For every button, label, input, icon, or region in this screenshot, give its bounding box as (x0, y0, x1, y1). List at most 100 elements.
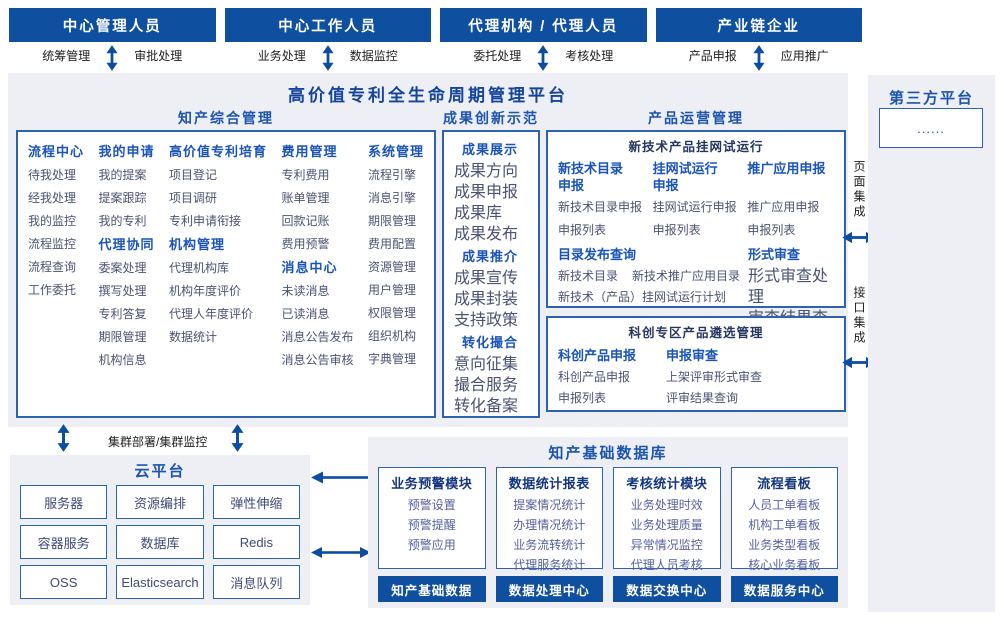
database-module-item: 业务处理质量 (630, 518, 703, 532)
ip-group: 系统管理 流程引擎 消息引擎 期限管理 (368, 140, 424, 371)
sci-item: 科创产品申报 (558, 370, 631, 384)
database-module-items: 提案情况统计 办理情况统计 业务流转统计 代理服务统计 (497, 495, 603, 575)
declare-column: 新技术目录 申报 新技术目录申报 申报列表 (558, 160, 645, 242)
innovation-item: 意向征集 (454, 356, 519, 373)
declare-item: 推广应用申报 (747, 200, 820, 214)
database-modules: 业务预警模块 预警设置 预警提醒 预警应用 知产基础数据 (378, 467, 838, 602)
cloud-service-box: 弹性伸缩 (212, 485, 300, 519)
actor-group: 中心管理人员 统筹管理 审批处理 (9, 8, 216, 74)
cluster-label: 集群部署/集群监控 (108, 435, 208, 449)
actor-labels: 业务处理 数据监控 (225, 42, 432, 74)
ip-item: 专利费用 (281, 168, 330, 182)
ip-item: 代理人年度评价 (168, 307, 253, 321)
ip-item: 消息公告审核 (281, 353, 354, 367)
ip-group: 代理协同 委案处理 撰写处理 专利答复 (98, 233, 154, 372)
database-module-title: 流程看板 (757, 476, 812, 491)
ip-group-items: 待我处理 经我处理 我的监控 流程监控 流程查询 (28, 164, 84, 302)
ip-item: 流程引擎 (367, 168, 416, 182)
section-ip-management: 知产综合管理 流程中心 待我处理 (16, 108, 436, 418)
section-innovation-title: 成果创新示范 (443, 110, 539, 126)
ip-item: 费用预警 (281, 237, 330, 251)
section-product-ops: 产品运营管理 新技术产品挂网试运行 新技术目录 申报 新技术目录申报 (546, 108, 846, 418)
section-ip-title: 知产综合管理 (178, 110, 274, 126)
page-integration-label: 页面集成 (852, 160, 866, 220)
sci-column-items: 科创产品申报 申报列表 (558, 367, 636, 409)
declare-item: 申报列表 (747, 223, 796, 237)
actor-group: 代理机构 / 代理人员 委托处理 考核处理 (440, 8, 647, 74)
database-module-item: 代理服务统计 (513, 558, 586, 572)
cloud-service-box: OSS (20, 565, 108, 599)
actor-group: 中心工作人员 业务处理 数据监控 (224, 8, 432, 74)
database-module-items: 预警设置 预警提醒 预警应用 (379, 495, 485, 555)
ip-group-title: 费用管理 (281, 144, 338, 159)
actor-title: 产业链企业 (655, 8, 862, 42)
database-module: 业务预警模块 预警设置 预警提醒 预警应用 知产基础数据 (378, 467, 486, 602)
database-module-card: 数据统计报表 提案情况统计 办理情况统计 业务流转统计 代理服务统计 (495, 467, 603, 572)
ip-group: 流程中心 待我处理 经我处理 我的监控 (28, 140, 84, 302)
vertical-double-arrow-icon (106, 45, 118, 71)
declare-item: 挂网试运行申报 (652, 200, 737, 214)
database-module-title: 业务预警模块 (391, 476, 473, 491)
database-module-item: 代理人员考核 (630, 558, 703, 572)
database-module-item: 预警设置 (407, 498, 456, 512)
ip-item: 费用配置 (367, 237, 416, 251)
catalog-query-block: 目录发布查询 新技术目录 新技术推广应用目录 新技术（产品）挂网试运行计划 (558, 244, 748, 350)
actor-labels: 委托处理 考核处理 (440, 42, 647, 74)
declare-item: 新技术目录申报 (558, 200, 643, 214)
ip-column: 高价值专利培育 项目登记 项目调研 专利申请衔接 (169, 140, 267, 416)
cloud-service-box: 数据库 (116, 525, 204, 559)
innovation-group-title: 成果展示 (462, 142, 519, 157)
database-module-title: 考核统计模块 (626, 476, 708, 491)
ip-group: 机构管理 代理机构库 机构年度评价 代理人年度评价 (169, 233, 267, 349)
section-product-title: 产品运营管理 (648, 110, 744, 126)
database-module-card: 业务预警模块 预警设置 预警提醒 预警应用 (378, 467, 486, 569)
ip-group-items: 代理机构库 机构年度评价 代理人年度评价 数据统计 (169, 257, 267, 349)
database-module-item: 提案情况统计 (513, 498, 586, 512)
actor-labels: 产品申报 应用推广 (656, 42, 863, 74)
cloud-service-box: 资源编排 (116, 485, 204, 519)
cloud-service-box: 容器服务 (20, 525, 108, 559)
ip-group: 我的申请 我的提案 提案跟踪 我的专利 (98, 140, 154, 233)
vertical-double-arrow-icon (231, 424, 244, 452)
ip-group: 费用管理 专利费用 账单管理 回款记账 (281, 140, 353, 256)
cloud-service-box: Elasticsearch (116, 565, 204, 599)
database-footer-badge: 知产基础数据 (378, 576, 486, 602)
cloud-service-box: 服务器 (20, 485, 108, 519)
catalog-query-title: 目录发布查询 (558, 247, 637, 262)
database-module-item: 业务处理时效 (630, 498, 703, 512)
ip-group-title: 我的申请 (98, 144, 155, 159)
database-module-item: 核心业务看板 (748, 558, 821, 572)
ip-item: 专利申请衔接 (168, 214, 241, 228)
declare-column-items: 推广应用申报 申报列表 (747, 196, 834, 242)
ip-item: 组织机构 (367, 329, 416, 343)
database-module-item: 人员工单看板 (748, 498, 821, 512)
innovation-group-title: 转化撮合 (462, 335, 519, 350)
database-module: 考核统计模块 业务处理时效 业务处理质量 异常情况监控 代理人员考核 (613, 467, 721, 602)
innovation-group-items: 意向征集 撮合服务 转化备案 (454, 354, 538, 417)
third-party-title: 第三方平台 (888, 90, 974, 107)
actor-right-label: 考核处理 (565, 49, 614, 63)
platform-title: 高价值专利全生命周期管理平台 (288, 86, 568, 105)
database-module-item: 机构工单看板 (748, 518, 821, 532)
database-footer-badge: 数据处理中心 (495, 576, 603, 602)
innovation-group: 成果展示 成果方向 成果申报 成果库 成果发布 (454, 138, 538, 245)
formal-review-title: 形式审查 (748, 247, 801, 262)
ip-item: 回款记账 (281, 214, 330, 228)
ip-item: 我的专利 (98, 214, 147, 228)
vertical-double-arrow-icon (537, 45, 549, 71)
actor-title: 中心管理人员 (9, 8, 216, 42)
ip-item: 委案处理 (98, 261, 147, 275)
ip-database-panel: 知产基础数据库 业务预警模块 预警设置 预警提醒 预警应用 (368, 437, 848, 608)
ip-group-items: 项目登记 项目调研 专利申请衔接 (169, 164, 267, 233)
database-module-items: 业务处理时效 业务处理质量 异常情况监控 代理人员考核 (614, 495, 720, 575)
ip-group-items: 流程引擎 消息引擎 期限管理 费用配置 资源管理 (368, 164, 424, 371)
declare-column-items: 新技术目录申报 申报列表 (558, 196, 645, 242)
ip-item: 期限管理 (98, 330, 147, 344)
ip-item: 消息引擎 (367, 191, 416, 205)
ip-item: 未读消息 (281, 284, 330, 298)
ip-column: 费用管理 专利费用 账单管理 回款记账 (281, 140, 353, 416)
vertical-double-arrow-icon (57, 424, 70, 452)
cloud-platform-panel: 云平台 服务器 资源编排 弹性伸缩 容器服务 数据库 Redis OSS Ela… (10, 455, 310, 605)
trial-run-title: 新技术产品挂网试运行 (628, 140, 764, 154)
innovation-item: 成果方向 (454, 163, 519, 180)
